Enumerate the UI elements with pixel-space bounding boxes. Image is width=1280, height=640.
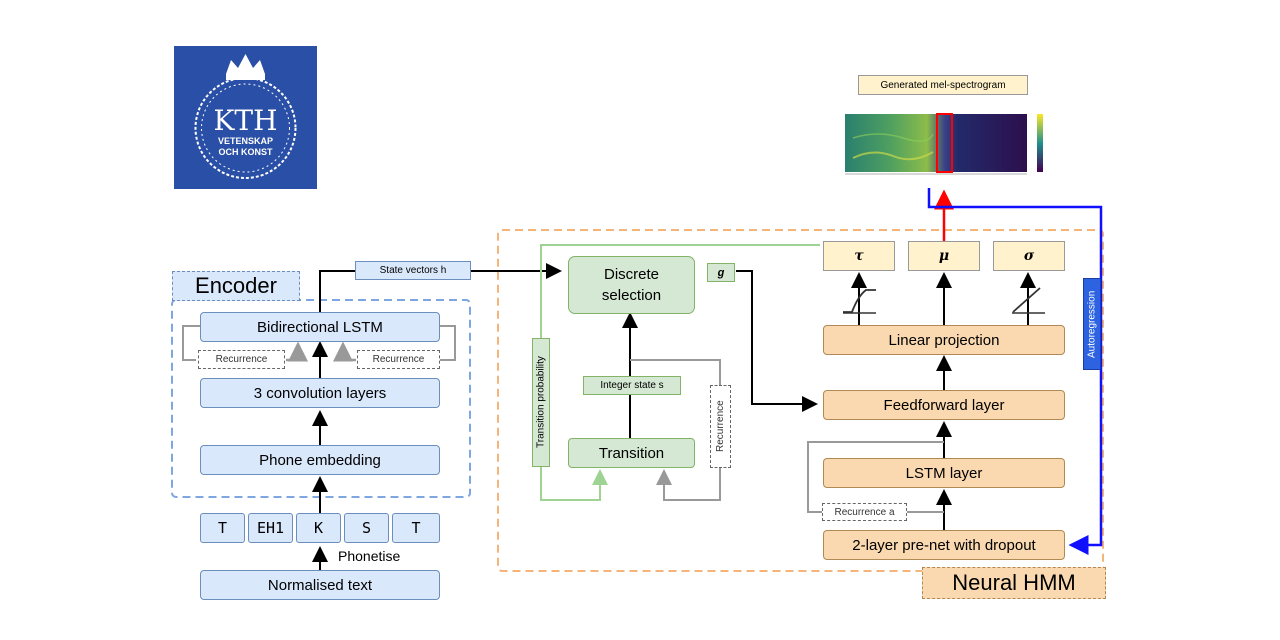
logo-main-text: KTH <box>213 104 278 137</box>
mel-spectrogram-title: Generated mel-spectrogram <box>858 75 1028 95</box>
phonetise-label: Phonetise <box>338 548 401 564</box>
kth-crest-graphic <box>194 54 297 179</box>
phone-token: S <box>344 513 389 543</box>
prenet-box: 2-layer pre-net with dropout <box>823 530 1065 560</box>
logo-sub-text-1: VETENSKAP <box>217 136 273 146</box>
bilstm-box: Bidirectional LSTM <box>200 312 440 342</box>
discrete-selection-box: Discrete selection <box>568 256 695 314</box>
sigma-output: σ <box>993 241 1065 271</box>
state-vectors-label: State vectors h <box>355 261 471 280</box>
phone-token: T <box>200 513 245 543</box>
integer-state-label: Integer state s <box>583 376 681 395</box>
lstm-layer-box: LSTM layer <box>823 458 1065 488</box>
logo-sub-text-2: OCH KONST <box>218 147 273 157</box>
conv-layers-box: 3 convolution layers <box>200 378 440 408</box>
recurrence-right-label: Recurrence <box>357 350 440 369</box>
kth-logo: KTH VETENSKAP OCH KONST <box>174 46 317 189</box>
transition-box: Transition <box>568 438 695 468</box>
phone-token: K <box>296 513 341 543</box>
phone-token: EH1 <box>248 513 293 543</box>
recurrence-left-label: Recurrence <box>198 350 285 369</box>
linear-projection-box: Linear projection <box>823 325 1065 355</box>
normalised-text-box: Normalised text <box>200 570 440 600</box>
phone-token: T <box>392 513 440 543</box>
recurrence-vertical-label: Recurrence <box>710 385 731 468</box>
feedforward-box: Feedforward layer <box>823 390 1065 420</box>
mel-spectrogram-image <box>833 108 1055 188</box>
autoregression-label: Autoregression <box>1083 278 1101 370</box>
phone-embedding-box: Phone embedding <box>200 445 440 475</box>
neural-hmm-title: Neural HMM <box>922 567 1106 599</box>
g-label: g <box>707 263 735 282</box>
recurrence-a-label: Recurrence a <box>822 503 907 521</box>
encoder-title: Encoder <box>172 271 300 301</box>
tau-output: τ <box>823 241 895 271</box>
mu-output: μ <box>908 241 980 271</box>
transition-probability-label: Transition probability <box>532 338 550 467</box>
